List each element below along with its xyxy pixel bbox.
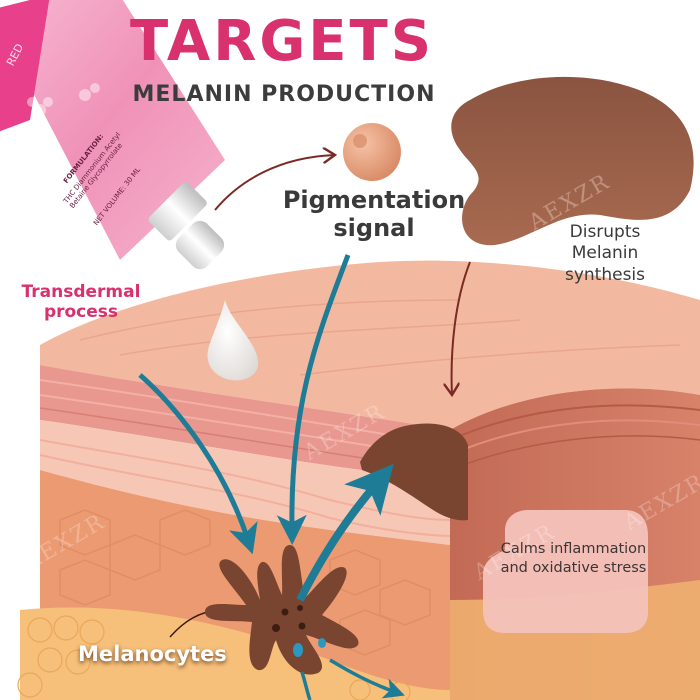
label-transdermal: Transdermal process (21, 282, 141, 323)
cream-drop-icon (207, 300, 259, 381)
page-title: TARGETS (130, 9, 435, 74)
label-calms: Calms inflammation and oxidative stress (500, 541, 647, 576)
skin-block (17, 260, 700, 700)
cream-tube (0, 0, 225, 270)
page-subtitle: MELANIN PRODUCTION (132, 82, 436, 107)
arrow-tube-to-signal (214, 155, 335, 211)
calms-callout (483, 510, 648, 633)
label-disrupts-melanin: Disrupts Melanin synthesis (564, 222, 646, 285)
melanocyte-cell (205, 545, 359, 675)
arrow-melanocyte-down (300, 671, 312, 700)
pigment-cell-icon (343, 123, 401, 181)
arrow-melanocyte-up (296, 463, 394, 602)
label-melanocytes: Melanocytes (78, 642, 227, 666)
label-pigmentation-signal: Pigmentation signal (282, 186, 466, 243)
arrow-transdermal-down (138, 373, 258, 555)
arrow-disrupts-down (452, 261, 471, 395)
arrow-melanocyte-out (329, 658, 405, 699)
melanin-spot (360, 423, 468, 521)
arrow-signal-down (276, 254, 351, 545)
melanin-blob (451, 76, 694, 246)
